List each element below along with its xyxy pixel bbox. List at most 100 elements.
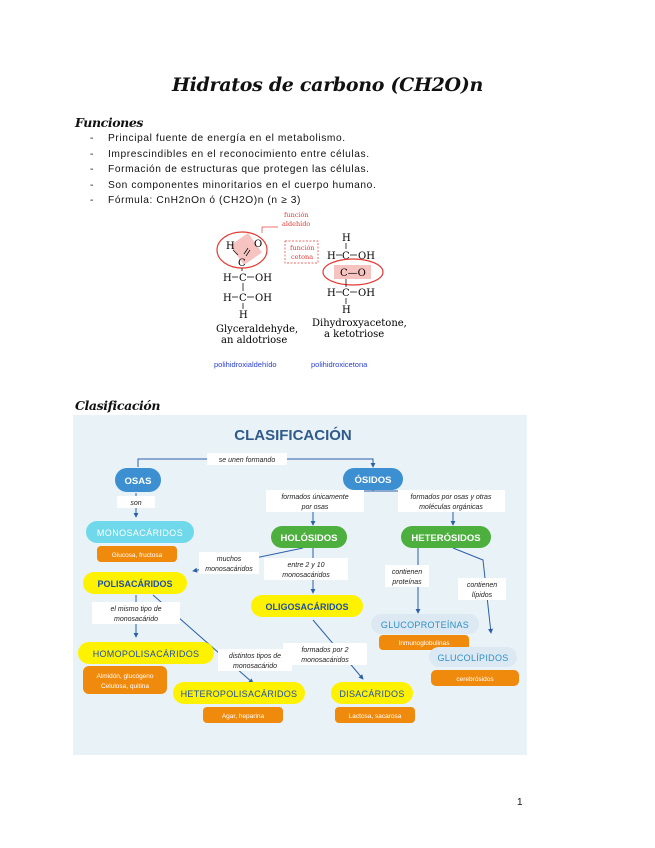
- svg-text:MONOSACÁRIDOS: MONOSACÁRIDOS: [97, 528, 183, 538]
- example-glucolipidos: [431, 670, 519, 686]
- example-heteropolisacaridos: [203, 707, 283, 723]
- atom-oh: OH: [358, 288, 375, 299]
- example-disacaridos: [335, 707, 415, 723]
- diagram-title: CLASIFICACIÓN: [234, 426, 352, 444]
- node-oligosacaridos: [251, 595, 363, 617]
- atom-h: H: [223, 273, 232, 284]
- ketone-highlight-box: [334, 265, 371, 279]
- atom-oh: OH: [255, 293, 272, 304]
- svg-text:ÓSIDOS: ÓSIDOS: [355, 474, 392, 486]
- funciones-heading: Funciones: [75, 115, 144, 130]
- link-lipidos: contienen: [467, 582, 497, 589]
- list-item: Fórmula: CnH2nOn ó (CH2O)n (n ≥ 3): [90, 193, 376, 209]
- atom-c: C: [342, 288, 350, 299]
- example-homopolisacaridos: [83, 666, 167, 694]
- link-son: son: [130, 500, 141, 507]
- svg-text:GLUCOPROTEÍNAS: GLUCOPROTEÍNAS: [381, 620, 469, 630]
- node-osidos: [343, 468, 403, 490]
- node-holosidos: [271, 526, 347, 548]
- svg-text:HOLÓSIDOS: HOLÓSIDOS: [280, 532, 337, 544]
- page-title: Hidratos de carbono (CH2O)n: [171, 74, 483, 96]
- triose-structures-figure: H O C H C OH H C OH H Glyceraldehyde, an…: [190, 205, 420, 380]
- list-item: Imprescindibles en el reconocimiento ent…: [90, 147, 376, 163]
- svg-text:Glucosa, fructosa: Glucosa, fructosa: [112, 552, 163, 559]
- svg-text:HOMOPOLISACÁRIDOS: HOMOPOLISACÁRIDOS: [93, 649, 200, 659]
- svg-text:Agar, heparina: Agar, heparina: [222, 713, 265, 720]
- svg-text:OLIGOSACÁRIDOS: OLIGOSACÁRIDOS: [265, 602, 348, 612]
- atom-h: H: [223, 293, 232, 304]
- link-mismo-mono: monosacárido: [114, 616, 158, 623]
- svg-text:HETERÓSIDOS: HETERÓSIDOS: [411, 532, 480, 544]
- link-por2: formados por 2: [301, 647, 348, 654]
- node-glucolipidos: [429, 647, 517, 667]
- node-polisacaridos: [83, 572, 187, 594]
- atom-c: C: [239, 273, 247, 284]
- caption-dihydroxyacetone: Dihydroxyacetone,: [312, 318, 407, 329]
- link-proteinas-2: proteínas: [391, 579, 422, 586]
- link-mismo: el mismo tipo de: [111, 606, 162, 613]
- list-item: Principal fuente de energía en el metabo…: [90, 131, 376, 147]
- atom-oh: OH: [255, 273, 272, 284]
- node-monosacaridos: [86, 521, 194, 543]
- link-osas-otras: formados por osas y otras: [411, 494, 492, 501]
- svg-text:HETEROPOLISACÁRIDOS: HETEROPOLISACÁRIDOS: [181, 689, 298, 699]
- atom-c: C: [342, 251, 350, 262]
- atom-h: H: [327, 251, 336, 262]
- link-muchos: muchos: [217, 556, 242, 563]
- funciones-list: Principal fuente de energía en el metabo…: [90, 131, 376, 209]
- atom-o: O: [254, 239, 262, 250]
- svg-text:GLUCOLÍPIDOS: GLUCOLÍPIDOS: [437, 653, 508, 663]
- svg-text:OSAS: OSAS: [125, 476, 152, 487]
- list-item: Son componentes minoritarios en el cuerp…: [90, 178, 376, 194]
- link-lipidos-2: lípidos: [472, 592, 493, 599]
- node-homopolisacaridos: [78, 642, 214, 664]
- link-moleculas: moléculas orgánicas: [419, 504, 483, 511]
- atom-oh: OH: [358, 251, 375, 262]
- note-aldehido: aldehído: [282, 220, 310, 228]
- atom-h: H: [342, 233, 351, 244]
- node-glucoproteinas: [371, 614, 479, 634]
- list-item: Formación de estructuras que protegen la…: [90, 162, 376, 178]
- atom-c: C: [239, 293, 247, 304]
- atom-h: H: [342, 305, 351, 316]
- link-muchos-mono: monosacáridos: [205, 566, 253, 573]
- atom-h: H: [327, 288, 336, 299]
- note-funcion-aldehido: función: [284, 211, 309, 219]
- svg-text:DISACÁRIDOS: DISACÁRIDOS: [339, 689, 404, 699]
- classification-concept-map: CLASIFICACIÓN se unen formando son forma…: [73, 415, 527, 755]
- caption-ketotriose: a ketotriose: [324, 329, 384, 340]
- svg-text:POLISACÁRIDOS: POLISACÁRIDOS: [97, 579, 172, 589]
- link-se-unen: se unen formando: [219, 457, 276, 464]
- ketone-highlight-circle: [322, 258, 384, 286]
- svg-text:Lactosa, sacarosa: Lactosa, sacarosa: [349, 713, 402, 720]
- node-osas: [115, 468, 161, 492]
- link-distintos: distintos tipos de: [229, 653, 281, 660]
- label-polihidroxicetona: polihidroxicetona: [311, 360, 368, 369]
- note-cetona: cetona: [291, 253, 313, 261]
- node-heterosidos: [401, 526, 491, 548]
- note-funcion-cetona: función: [290, 244, 315, 252]
- atom-co: C—O: [340, 268, 366, 279]
- aldehyde-highlight-box: [230, 232, 262, 266]
- svg-text:cerebrósidos: cerebrósidos: [456, 676, 494, 683]
- link-2a10: entre 2 y 10: [288, 562, 325, 569]
- example-glucoproteinas: [379, 635, 469, 650]
- atom-h: H: [226, 241, 235, 252]
- node-heteropolisacaridos: [173, 682, 305, 704]
- link-unicamente: formados únicamente: [281, 494, 348, 501]
- link-2a10-mono: monosacáridos: [282, 572, 330, 579]
- clasificacion-heading: Clasificación: [75, 398, 161, 413]
- label-polihidroxialdehido: polihidroxialdehído: [214, 360, 277, 369]
- link-proteinas: contienen: [392, 569, 422, 576]
- atom-c: C: [238, 258, 246, 269]
- example-monosacaridos: [97, 546, 177, 562]
- svg-text:Inmunoglobulinas: Inmunoglobulinas: [399, 640, 451, 647]
- link-por2-mono: monosacáridos: [301, 657, 349, 664]
- link-por-osas: por osas: [301, 504, 329, 511]
- caption-glyceraldehyde: Glyceraldehyde,: [216, 324, 298, 335]
- link-distintos-mono: monosacárido: [233, 663, 277, 670]
- caption-aldotriose: an aldotriose: [221, 335, 287, 346]
- svg-text:Almidón, glucógeno: Almidón, glucógeno: [96, 673, 153, 680]
- atom-h: H: [239, 310, 248, 321]
- svg-text:Celulosa, quitina: Celulosa, quitina: [101, 683, 149, 690]
